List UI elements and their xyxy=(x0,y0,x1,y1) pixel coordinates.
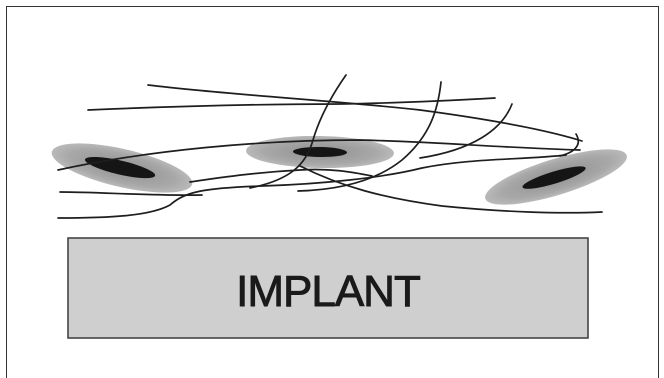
implant-label: IMPLANT xyxy=(236,267,420,316)
